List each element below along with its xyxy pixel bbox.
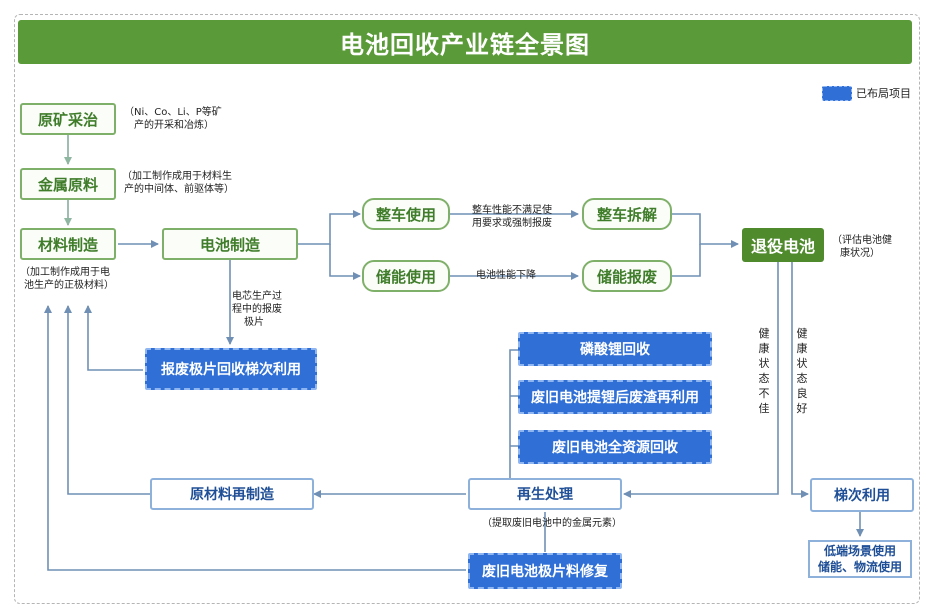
node-battery-manufacturing: 电池制造: [162, 228, 298, 260]
note-retired: （评估电池健 康状况）: [832, 235, 892, 259]
note-materials: （加工制作成用于电 池生产的正极材料）: [20, 267, 114, 291]
node-electrode-repair: 废旧电池极片料修复: [468, 553, 622, 589]
node-cascade-utilization: 梯次利用: [810, 478, 914, 512]
node-retired-battery: 退役电池: [742, 228, 824, 262]
arrow-regen-projects: [509, 349, 518, 478]
node-mining: 原矿采治: [20, 103, 116, 135]
node-lfp-recycle: 磷酸锂回收: [518, 332, 712, 366]
note-storage: 电池性能下降: [476, 270, 536, 281]
arrow-remanufacture-materials: [64, 305, 150, 495]
diagram-title: 电池回收产业链全景图: [18, 20, 912, 64]
label-health-bad: 健康状态不佳: [758, 327, 770, 415]
node-vehicle-use: 整车使用: [362, 198, 450, 230]
note-regeneration: （提取废旧电池中的金属元素）: [482, 518, 622, 529]
diagram-frame: [14, 14, 920, 604]
arrow-scrap-retired: [672, 244, 701, 277]
node-storage-use: 储能使用: [362, 260, 450, 292]
node-raw-material-remanufacture: 原材料再制造: [150, 478, 314, 510]
node-regeneration: 再生处理: [468, 478, 622, 510]
node-slag-reuse: 废旧电池提锂后废渣再利用: [518, 380, 712, 414]
legend-label: 已布局项目: [856, 87, 911, 100]
node-low-end-use: 低端场景使用 储能、物流使用: [808, 540, 912, 578]
label-health-good: 健康状态良好: [796, 327, 808, 415]
node-storage-scrap: 储能报废: [582, 260, 672, 292]
node-materials: 材料制造: [20, 228, 116, 260]
arrow-scrap-cascade-materials: [84, 305, 143, 371]
node-vehicle-dismantle: 整车拆解: [582, 198, 672, 230]
arrow-retired-regen: [623, 262, 779, 498]
note-mining: （Ni、Co、Li、P等矿 产的开采和冶炼）: [124, 107, 222, 131]
note-cell-scrap: 电芯生产过 程中的报废 极片: [232, 291, 282, 328]
arrow-repair-materials: [44, 305, 466, 571]
node-metal-raw: 金属原料: [20, 168, 116, 200]
legend-swatch: [822, 86, 852, 101]
node-scrap-electrode-cascade: 报废极片回收梯次利用: [145, 348, 317, 390]
note-metal: （加工制作成用于材料生 产的中间体、前驱体等）: [122, 171, 234, 195]
note-vehicle: 整车性能不满足使 用要求或强制报废: [472, 205, 552, 229]
arrow-retired-cascade: [791, 262, 809, 498]
arrow-battery-storage: [329, 244, 361, 280]
arrow-battery-vehicle: [298, 210, 361, 245]
arrow-dismantle-retired: [672, 213, 739, 248]
node-full-resource-recycle: 废旧电池全资源回收: [518, 430, 712, 464]
